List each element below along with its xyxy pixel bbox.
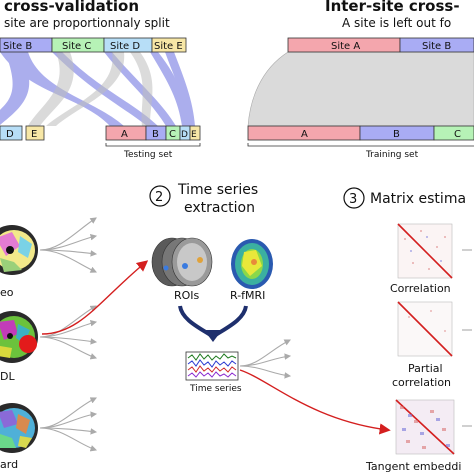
step-2-badge: 2 bbox=[149, 185, 171, 207]
atlas-3-label: ard bbox=[0, 458, 18, 471]
testing-set-bar: A B C D E Testing set bbox=[105, 125, 201, 160]
correlation-matrix bbox=[397, 223, 453, 279]
atlas-brain-3 bbox=[0, 403, 38, 453]
rois-label: ROIs bbox=[174, 289, 200, 302]
left-flow-gray bbox=[28, 52, 153, 126]
atlas-brain-2 bbox=[0, 311, 38, 363]
atlas-1-label: eo bbox=[0, 286, 14, 299]
training-set-label: Training set bbox=[365, 150, 419, 160]
test-d-label: D bbox=[181, 130, 188, 140]
site-e-label: Site E bbox=[154, 41, 183, 52]
tangent-embedding-matrix bbox=[395, 399, 455, 455]
timeseries-fanout-arrows bbox=[239, 339, 292, 379]
right-site-a-label: Site A bbox=[331, 41, 360, 52]
step-3-title: Matrix estima bbox=[370, 191, 466, 207]
matrix-out-arrows bbox=[462, 249, 472, 427]
step-3-number: 3 bbox=[349, 192, 357, 207]
train-e-label: E bbox=[31, 129, 37, 140]
test-c-label: C bbox=[169, 129, 176, 140]
time-series-plot bbox=[185, 351, 239, 381]
right-panel-subtitle: A site is left out fo bbox=[342, 16, 451, 30]
tangent-label: Tangent embeddi bbox=[365, 460, 461, 473]
test-e-label: E bbox=[191, 130, 197, 140]
right-flow-band bbox=[247, 51, 474, 127]
merge-arrowhead bbox=[204, 330, 222, 342]
train-b-label: B bbox=[393, 129, 400, 140]
atlas-fanout-arrows bbox=[39, 217, 98, 452]
partial-label-line2: correlation bbox=[392, 376, 451, 389]
right-top-site-bar: Site A Site B bbox=[287, 37, 474, 53]
atlas-2-label: DL bbox=[0, 370, 15, 383]
rois-brain-stack bbox=[151, 237, 213, 287]
left-bottom-train-bar: D E bbox=[0, 125, 45, 141]
partial-correlation-matrix bbox=[397, 301, 453, 357]
correlation-label: Correlation bbox=[390, 282, 451, 295]
right-panel-title: Inter-site cross- bbox=[325, 0, 460, 15]
left-panel-title: cross-validation bbox=[4, 0, 139, 15]
train-a-label: A bbox=[301, 129, 308, 140]
time-series-label: Time series bbox=[189, 384, 242, 394]
test-a-label: A bbox=[121, 129, 128, 140]
atlas-to-rois-arrow bbox=[41, 260, 149, 335]
train-d-label: D bbox=[6, 129, 14, 140]
step-2-number: 2 bbox=[155, 190, 163, 205]
site-d-label: Site D bbox=[110, 41, 140, 52]
timeseries-to-tangent-arrow bbox=[239, 369, 391, 435]
test-b-label: B bbox=[152, 129, 159, 140]
step-3-badge: 3 bbox=[343, 187, 365, 209]
partial-label-line1: Partial bbox=[408, 362, 443, 375]
rfmri-label: R-fMRI bbox=[230, 289, 265, 302]
testing-set-label: Testing set bbox=[123, 150, 173, 160]
left-flow-bands bbox=[0, 52, 195, 126]
right-site-b-label: Site B bbox=[422, 41, 451, 52]
training-set-bar: A B C Training set bbox=[247, 125, 474, 160]
step-2-title-line2: extraction bbox=[184, 200, 255, 216]
atlas-brain-1 bbox=[0, 225, 38, 275]
step-2-title-line1: Time series bbox=[177, 182, 258, 198]
left-top-site-bar: Site B Site C Site D Site E bbox=[0, 37, 187, 53]
site-b-label: Site B bbox=[3, 41, 32, 52]
train-c-label: C bbox=[454, 129, 461, 140]
site-c-label: Site C bbox=[62, 41, 91, 52]
left-panel-subtitle: site are proportionnaly split bbox=[4, 16, 170, 30]
rfmri-brain bbox=[231, 239, 273, 289]
